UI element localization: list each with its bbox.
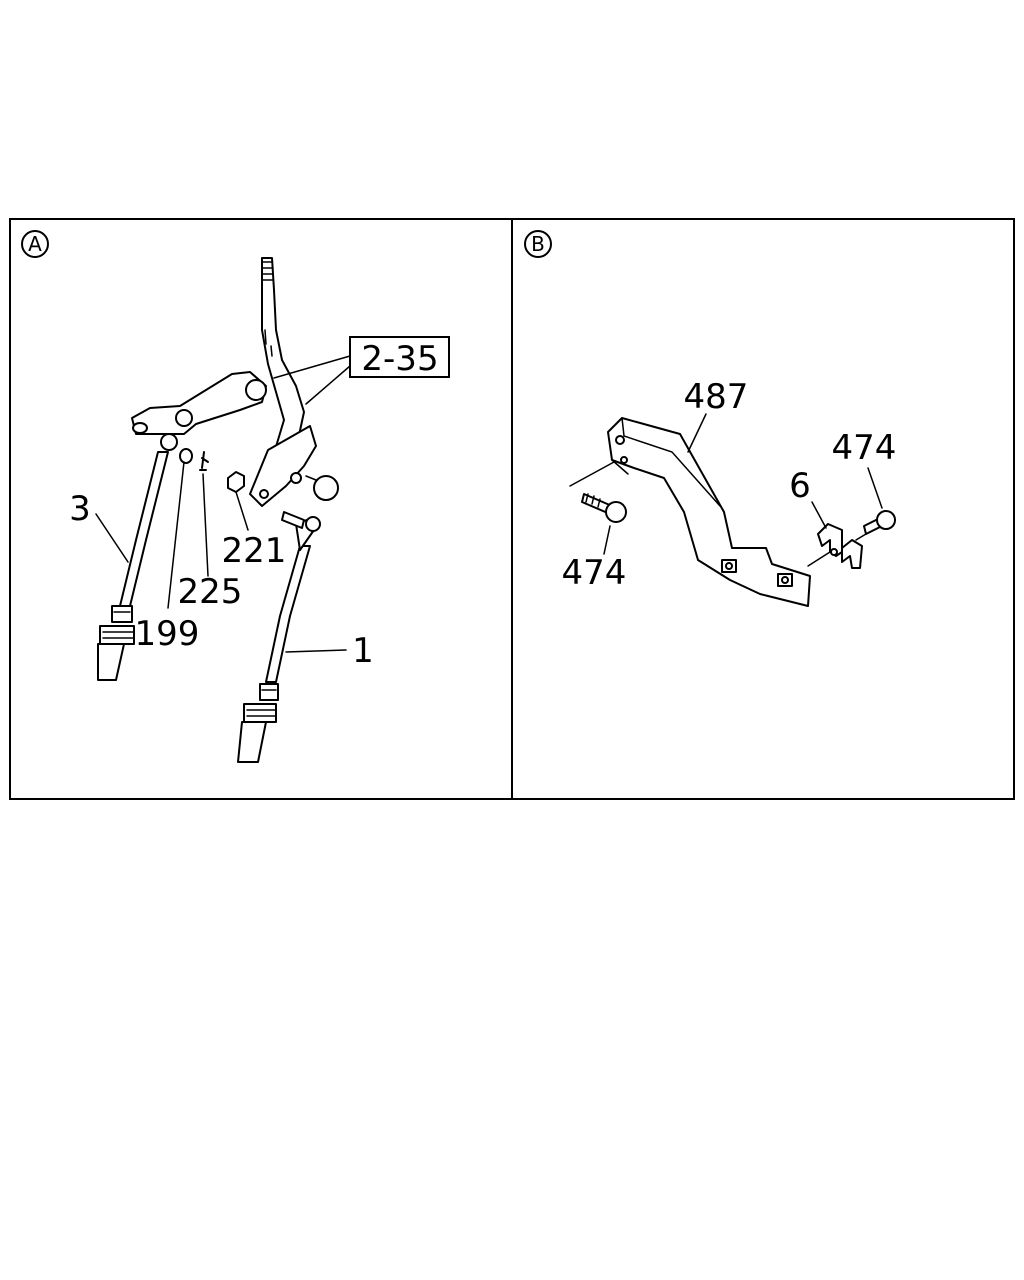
callout-199: 199	[135, 614, 200, 654]
callout-221: 221	[222, 531, 287, 571]
panel-a-marker: A	[21, 230, 49, 258]
panel-b-leaders	[603, 413, 883, 555]
callout-6: 6	[789, 466, 811, 506]
bolt-474-left-drawing	[569, 461, 627, 523]
panel-b-label: B	[531, 232, 545, 256]
diagram-frame	[9, 218, 1015, 800]
callout-225: 225	[178, 572, 243, 612]
washer-199-shape	[179, 448, 193, 464]
panel-b-marker: B	[524, 230, 552, 258]
callout-474-right: 474	[832, 428, 897, 468]
bolt-474-right-drawing	[855, 510, 896, 541]
clip-225-shape	[199, 451, 209, 471]
callout-2-35: 2-35	[349, 336, 450, 379]
panel-a-label: A	[28, 232, 42, 256]
callout-3: 3	[69, 489, 91, 529]
clamp-6-drawing	[807, 523, 863, 569]
panel-a: A	[21, 230, 450, 763]
callout-474-left: 474	[562, 553, 627, 593]
cable-1-drawing	[237, 516, 321, 763]
small-hardware-drawing	[179, 448, 305, 529]
panel-a-leaders	[95, 355, 351, 653]
shift-lever-drawing	[131, 257, 339, 507]
panel-b: B	[524, 230, 897, 607]
nut-221-shape	[227, 471, 245, 493]
callout-1: 1	[352, 631, 374, 671]
cable-3-drawing	[97, 433, 178, 681]
callout-487: 487	[684, 377, 749, 417]
callout-label: 2-35	[361, 339, 438, 379]
bracket-487-drawing	[607, 417, 811, 607]
